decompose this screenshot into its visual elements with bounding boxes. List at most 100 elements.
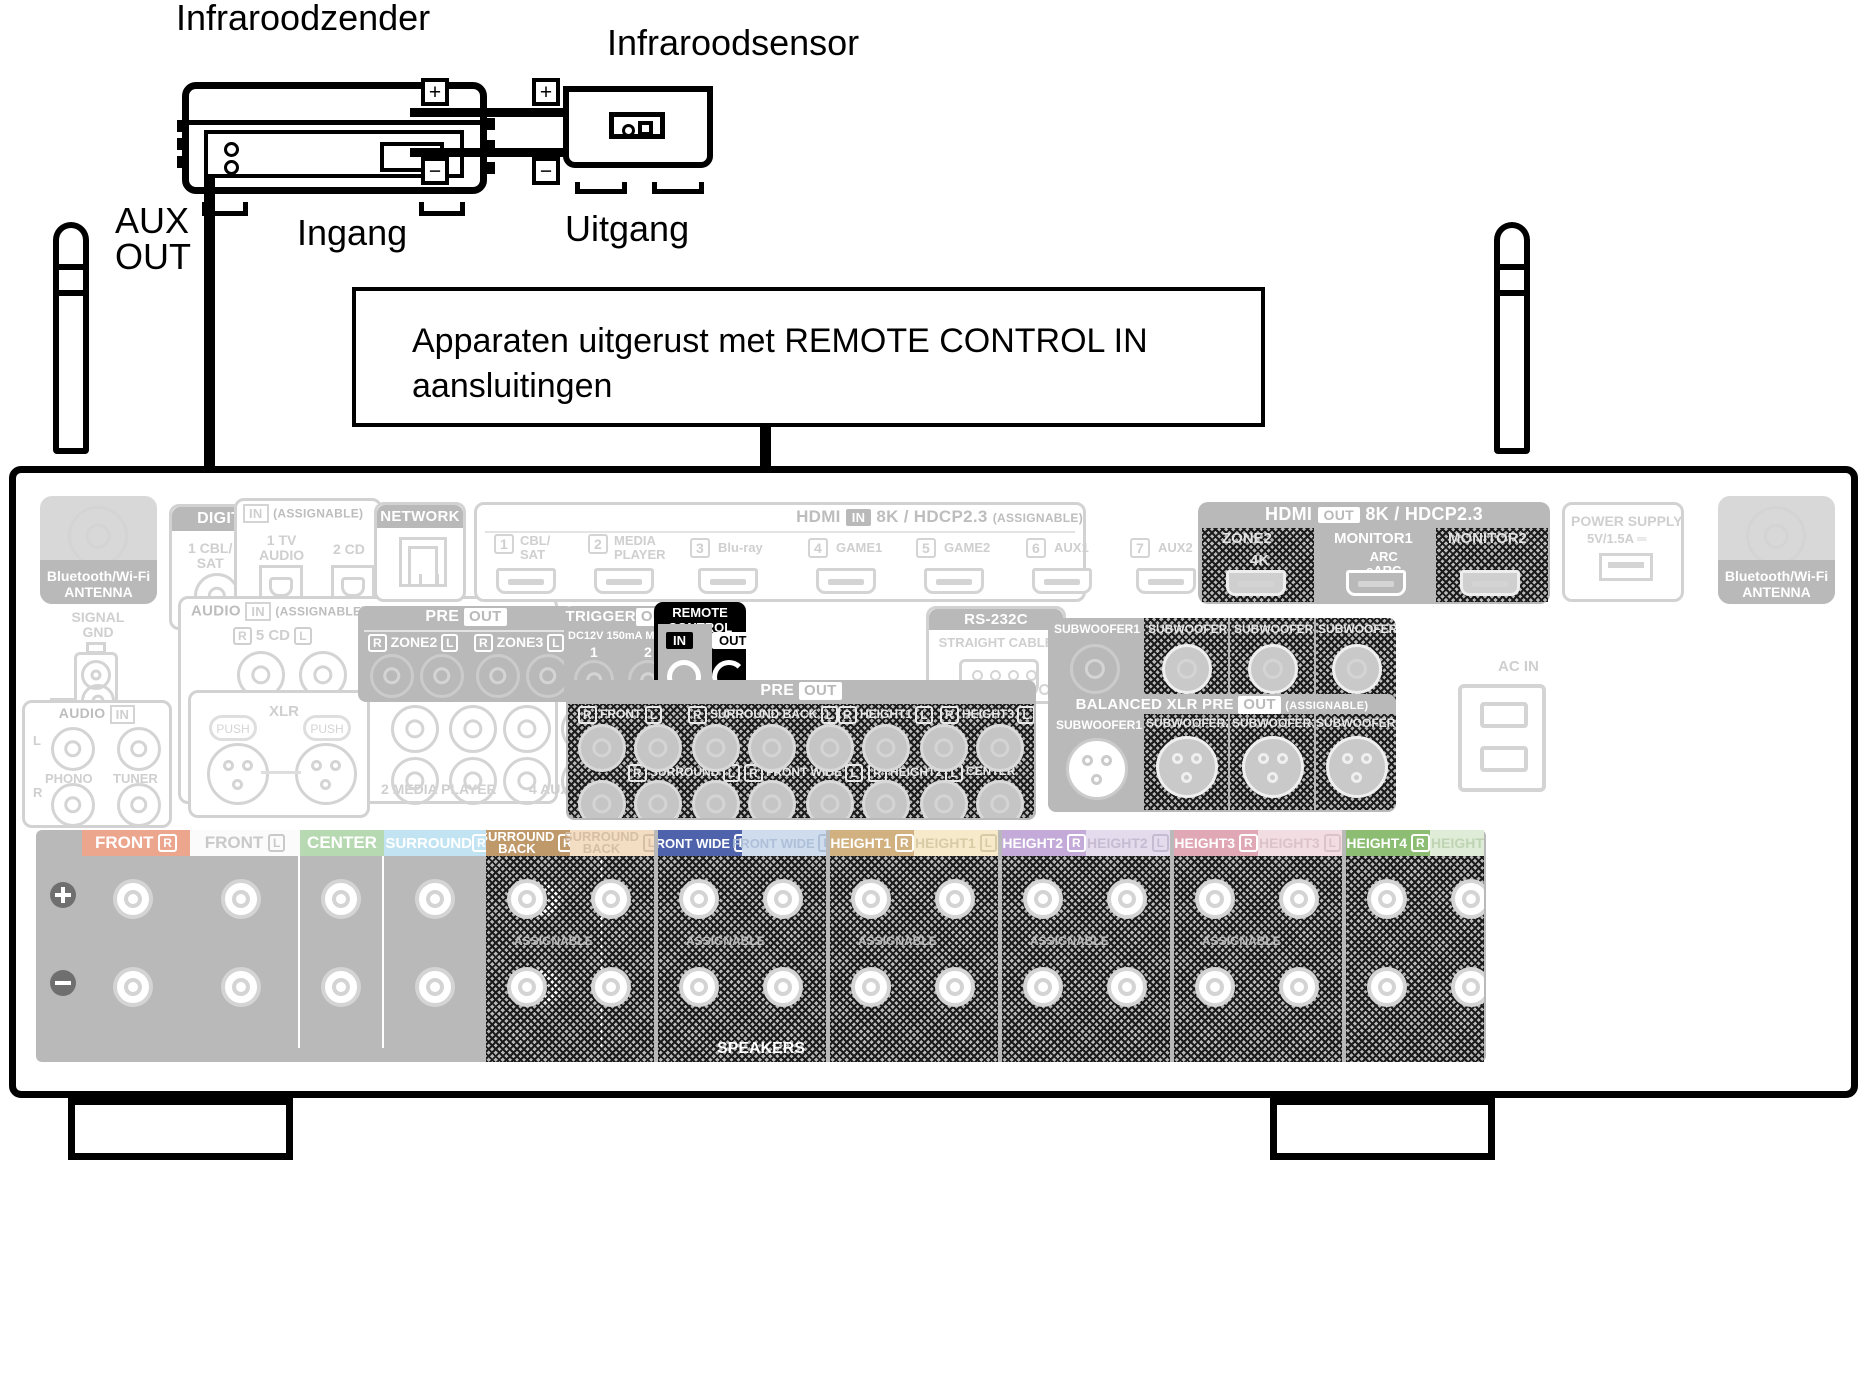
balanced-xlr-title-bar: BALANCED XLR PRE OUT (ASSIGNABLE)	[1048, 694, 1396, 716]
speaker-group-height3: HEIGHT3 R HEIGHT3 L ASSIGNABLE	[1174, 830, 1342, 1062]
pre-out-jack-r2-2	[634, 780, 682, 818]
audio-in-title-bar: AUDIO IN (ASSIGNABLE)	[181, 599, 565, 624]
emitter-vent-r1	[483, 118, 495, 130]
speaker-terminal-height4-r-minus[interactable]	[1358, 958, 1416, 1016]
speaker-terminal-height2-r-plus[interactable]	[1014, 870, 1072, 928]
speaker-terminal-surround-back-l-plus[interactable]	[582, 870, 640, 928]
antenna-right-label-bg	[1718, 560, 1835, 604]
speaker-terminal-height1-r-minus[interactable]	[842, 958, 900, 1016]
antenna-right-label-line2: ANTENNA	[1742, 584, 1811, 600]
hdmi-in-name-7: AUX2	[1158, 540, 1193, 555]
speaker-terminal-height4-l-plus[interactable]	[1442, 870, 1484, 928]
balanced-xlr-3-wrap: SUBWOOFER3	[1230, 714, 1314, 810]
hdmi-out-zone2-jack	[1226, 570, 1286, 596]
speaker-terminal-front-wide-r-minus[interactable]	[670, 958, 728, 1016]
speaker-terminal-center-minus[interactable]	[312, 958, 370, 1016]
subwoofer-pre-out-block: SUBWOOFER1 SUBWOOFER2 SUBWOOFER3 SUBWOOF…	[1048, 618, 1396, 724]
speaker-terminal-front-wide-l-plus[interactable]	[754, 870, 812, 928]
pre-out-height1-label: R HEIGHT1 L	[838, 706, 933, 724]
speaker-terminal-front-l-minus[interactable]	[212, 958, 270, 1016]
speaker-tag-height2-l: HEIGHT2 L	[1086, 830, 1170, 856]
pre-out-zone-title-bar: PRE OUT	[358, 606, 574, 628]
ir-sensor-label: Infraroodsensor	[607, 22, 860, 63]
hdmi-in-jack-6	[1032, 568, 1092, 594]
pre-out-jack-r2-4	[748, 780, 796, 818]
subwoofer-rca-label-3: SUBWOOFER3	[1234, 622, 1314, 636]
speaker-terminal-height4-r-plus[interactable]	[1358, 870, 1416, 928]
ir-sensor-device	[563, 86, 718, 194]
sensor-foot-left	[575, 182, 627, 194]
tuner-l-jack	[117, 727, 161, 771]
emitter-vent-r3	[483, 162, 495, 174]
sensor-plus-terminal: +	[532, 78, 560, 106]
audio-in-badge: IN	[245, 602, 271, 621]
trigger-num-2: 2	[644, 644, 652, 660]
pre-zone2-r	[370, 654, 414, 698]
speaker-terminal-front-wide-l-minus[interactable]	[754, 958, 812, 1016]
speaker-terminal-height3-r-minus[interactable]	[1186, 958, 1244, 1016]
speaker-terminal-height2-l-plus[interactable]	[1098, 870, 1156, 928]
network-block: NETWORK	[374, 502, 466, 602]
speaker-group-height4: HEIGHT4 R HEIGHT4 L	[1346, 830, 1484, 1062]
emitter-vent-l3	[177, 156, 186, 168]
speaker-tag-height4-r: HEIGHT4 R	[1346, 830, 1430, 856]
pre-out-jack-r2-1	[578, 780, 626, 818]
hdmi-in-jack-3	[698, 568, 758, 594]
pre-out-height3-label: R HEIGHT3 L	[940, 706, 1034, 724]
speaker-terminal-height3-l-minus[interactable]	[1270, 958, 1328, 1016]
xlr-input-block: XLR PUSH PUSH	[188, 690, 370, 818]
ac-in-pin-top	[1480, 702, 1528, 728]
speaker-terminal-surround-back-r-minus[interactable]	[498, 958, 556, 1016]
hdmi-in-name-3: Blu-ray	[718, 540, 763, 555]
audio-in-aux1-r	[503, 705, 551, 753]
hdmi-in-name-4: GAME1	[836, 540, 883, 555]
ir-emitter-label: Infraroodzender	[176, 0, 431, 38]
speaker-terminal-height2-r-minus[interactable]	[1014, 958, 1072, 1016]
speaker-terminal-height1-r-plus[interactable]	[842, 870, 900, 928]
hdmi-in-num-5: 5	[916, 538, 936, 558]
speaker-terminal-front-r-plus[interactable]	[104, 870, 162, 928]
pre-out-main-title-bar: PRE OUT	[566, 680, 1036, 702]
speaker-terminal-surround-r-minus[interactable]	[406, 958, 464, 1016]
phono-label: PHONO	[45, 771, 93, 786]
speaker-terminal-surround-back-l-minus[interactable]	[582, 958, 640, 1016]
signal-gnd-line2: GND	[82, 624, 114, 640]
pre-out-jack-r1-7	[920, 724, 968, 772]
speaker-tag-center: CENTER	[300, 830, 384, 856]
antenna-right-band-2	[1500, 290, 1524, 296]
assignable-label-1: ASSIGNABLE	[514, 934, 593, 948]
signal-gnd-line1: SIGNAL	[71, 609, 125, 625]
speaker-terminal-front-r-minus[interactable]	[104, 958, 162, 1016]
balanced-xlr-label-2: SUBWOOFER2	[1146, 716, 1228, 730]
hdmi-out-zone2-label: ZONE2	[1222, 530, 1273, 547]
hdmi-in-title-bar: HDMI IN 8K / HDCP2.3 (ASSIGNABLE)	[477, 505, 1095, 529]
speaker-terminal-front-wide-r-plus[interactable]	[670, 870, 728, 928]
antenna-left	[53, 222, 89, 454]
speaker-terminal-height1-l-minus[interactable]	[926, 958, 984, 1016]
speaker-tag-height3-r: HEIGHT3 R	[1174, 830, 1258, 856]
speaker-terminal-surround-back-r-plus[interactable]	[498, 870, 556, 928]
speaker-terminal-height3-r-plus[interactable]	[1186, 870, 1244, 928]
antenna-left-label-line2: ANTENNA	[64, 584, 133, 600]
speaker-terminal-height2-l-minus[interactable]	[1098, 958, 1156, 1016]
hdmi-out-monitor2: MONITOR2	[1436, 528, 1548, 602]
speaker-group-front: FRONT R FRONT L	[82, 830, 300, 1062]
speaker-terminal-height4-l-minus[interactable]	[1442, 958, 1484, 1016]
aux-out-cable-vertical	[204, 176, 215, 662]
speaker-terminal-height3-l-plus[interactable]	[1270, 870, 1328, 928]
ac-in-label: AC IN	[1498, 658, 1539, 675]
aux-out-label-line1: AUX	[115, 200, 190, 241]
speaker-terminal-center-plus[interactable]	[312, 870, 370, 928]
hdmi-in-jack-4	[816, 568, 876, 594]
balanced-xlr-badge: OUT	[1238, 696, 1281, 715]
pre-out-jack-r2-5	[806, 780, 854, 818]
speaker-terminal-height1-l-plus[interactable]	[926, 870, 984, 928]
speaker-terminal-surround-r-plus[interactable]	[406, 870, 464, 928]
hdmi-in-jack-1	[496, 568, 556, 594]
xlr-push-left: PUSH	[209, 715, 257, 741]
speaker-terminal-front-l-plus[interactable]	[212, 870, 270, 928]
phono-tuner-block: AUDIO IN L R PHONO TUNER	[22, 700, 172, 828]
hdmi-in-num-4: 4	[808, 538, 828, 558]
